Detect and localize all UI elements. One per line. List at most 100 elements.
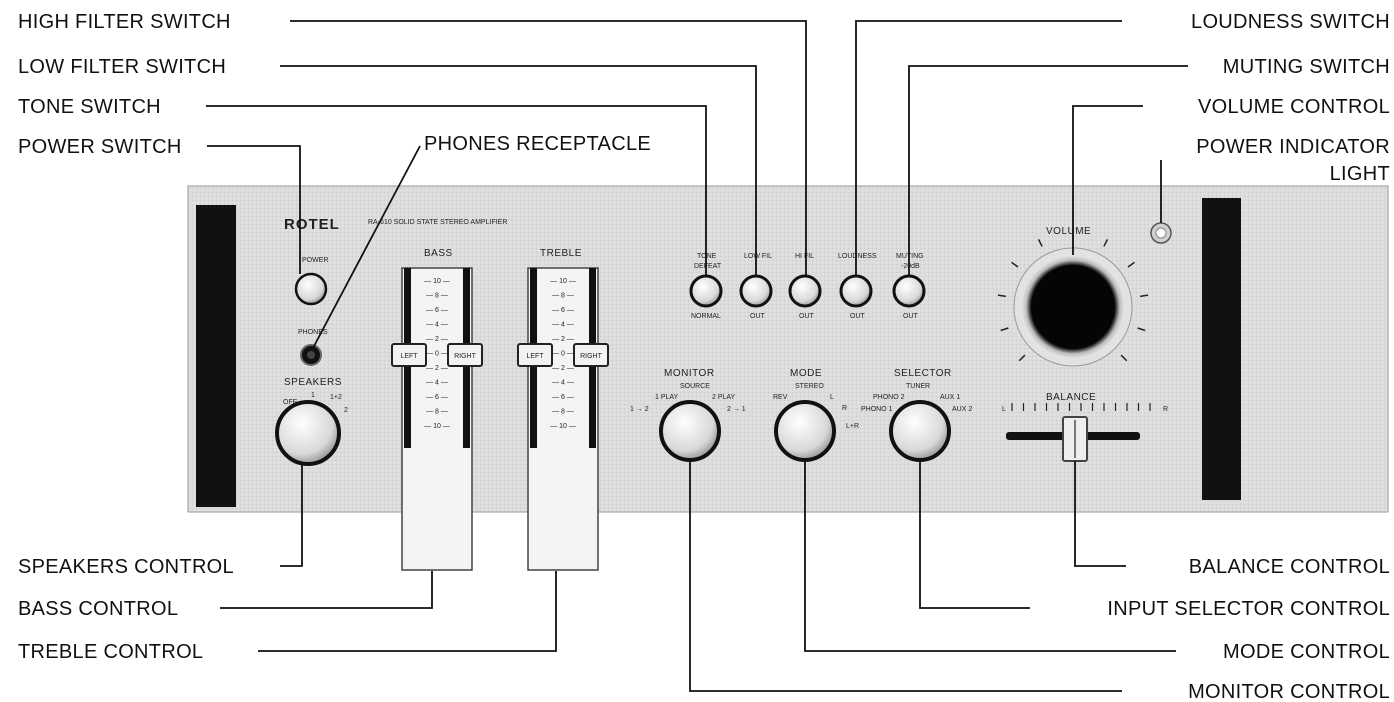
treble-scale-label: — 10 — (550, 423, 576, 430)
sel-aux1-label: AUX 1 (940, 394, 960, 401)
low-fil-out-label: OUT (750, 313, 766, 320)
treble-scale-label: — 0 — (552, 351, 574, 358)
volume-scale (997, 231, 1149, 362)
callout-tone-switch: TONE SWITCH (18, 96, 161, 118)
volume-tick (1000, 327, 1009, 332)
bass-right-knob[interactable] (447, 343, 483, 367)
treble-right-knob[interactable] (573, 343, 609, 367)
mode-rev-label: REV (773, 394, 788, 401)
leader-loudness (855, 20, 1122, 275)
speakers-1-label: 1 (311, 392, 315, 399)
hi-fil-label: HI FIL (795, 253, 814, 260)
bass-scale-label: — 8 — (426, 293, 448, 300)
muting-out-label: OUT (903, 313, 919, 320)
volume-tick (1011, 261, 1019, 268)
treble-scale-label: — 2 — (552, 365, 574, 372)
leader-bass (220, 571, 433, 609)
leader-mode (804, 461, 1176, 652)
volume-tick (1103, 238, 1109, 247)
mode-l-label: L (830, 394, 834, 401)
brand-logo: ROTEL (284, 216, 340, 233)
loudness-switch-group: LOUDNESS OUT (838, 253, 877, 320)
leader-power (207, 145, 301, 274)
callout-mode-control: MODE CONTROL (1223, 641, 1390, 663)
monitor-1play-label: 1 PLAY (655, 394, 679, 401)
speakers-label: SPEAKERS (284, 377, 342, 388)
monitor-label: MONITOR (664, 368, 715, 379)
callout-bass-control: BASS CONTROL (18, 598, 178, 620)
volume-tick (1037, 238, 1043, 247)
bass-scale-label: — 4 — (426, 380, 448, 387)
bass-left-label: LEFT (400, 353, 418, 360)
monitor-2play-label: 2 PLAY (712, 394, 736, 401)
bass-slider-group: — 10 —— 8 —— 6 —— 4 —— 2 —— 0 —— 2 —— 4 … (391, 267, 483, 571)
leader-high-filter (290, 20, 807, 275)
callout-power-indicator-line1: POWER INDICATOR (1196, 136, 1390, 158)
volume-tick (1140, 294, 1149, 298)
phones-jack-hole (307, 351, 315, 359)
callout-power-indicator-line2: LIGHT (1330, 163, 1390, 185)
monitor-2to1-label: 2 → 1 (727, 406, 746, 413)
balance-label: BALANCE (1046, 392, 1096, 403)
tone-defeat-label: DEFEAT (694, 263, 722, 270)
low-filter-switch[interactable] (739, 274, 773, 308)
mode-label: MODE (790, 368, 822, 379)
mode-r-label: R (842, 405, 847, 412)
volume-tick (1127, 261, 1135, 268)
treble-scale-label: — 6 — (552, 307, 574, 314)
loudness-label: LOUDNESS (838, 253, 877, 260)
leader-volume (1072, 105, 1143, 255)
leader-speakers (280, 465, 303, 567)
bass-left-knob[interactable] (391, 343, 427, 367)
treble-left-label: LEFT (526, 353, 544, 360)
power-indicator-lens (1155, 227, 1167, 239)
callout-speakers-control: SPEAKERS CONTROL (18, 556, 234, 578)
bass-scale-label: — 4 — (426, 322, 448, 329)
treble-right-label: RIGHT (580, 353, 603, 360)
tone-switch[interactable] (689, 274, 723, 308)
left-end-cap (196, 205, 236, 507)
mode-lr-label: L+R (846, 423, 859, 430)
power-button[interactable] (294, 272, 328, 306)
monitor-1to2-label: 1 → 2 (630, 406, 649, 413)
callout-phones-receptacle: PHONES RECEPTACLE (424, 133, 651, 155)
selector-label: SELECTOR (894, 368, 952, 379)
sel-aux2-label: AUX 2 (952, 406, 972, 413)
bass-scale-label: — 6 — (426, 394, 448, 401)
bass-label: BASS (424, 248, 453, 259)
balance-scale (1011, 403, 1151, 411)
muting-switch[interactable] (892, 274, 926, 308)
treble-scale-label: — 10 — (550, 278, 576, 285)
bass-scale-label: — 10 — (424, 423, 450, 430)
speakers-2-label: 2 (344, 407, 348, 414)
speakers-off-label: OFF (283, 399, 297, 406)
monitor-knob[interactable] (659, 400, 721, 462)
speakers-knob[interactable] (275, 400, 341, 466)
callout-low-filter-switch: LOW FILTER SWITCH (18, 56, 226, 78)
bass-scale-label: — 0 — (426, 351, 448, 358)
treble-left-knob[interactable] (517, 343, 553, 367)
callout-muting-switch: MUTING SWITCH (1223, 56, 1390, 78)
leader-muting (908, 65, 1188, 275)
high-filter-switch[interactable] (788, 274, 822, 308)
callout-power-switch: POWER SWITCH (18, 136, 182, 158)
volume-knob[interactable] (1021, 255, 1125, 359)
mode-knob[interactable] (774, 400, 836, 462)
leader-phones (312, 145, 421, 349)
volume-tick (1018, 354, 1026, 362)
leader-monitor (689, 461, 1122, 692)
callout-loudness-switch: LOUDNESS SWITCH (1191, 11, 1390, 33)
sel-tuner-label: TUNER (906, 383, 930, 390)
loudness-switch[interactable] (839, 274, 873, 308)
volume-tick (997, 294, 1006, 298)
treble-scale-label: — 4 — (552, 380, 574, 387)
monitor-source-label: SOURCE (680, 383, 710, 390)
right-end-cap (1202, 198, 1241, 500)
treble-housing (527, 267, 599, 571)
leader-input-selector (919, 461, 1030, 609)
high-filter-switch-group: HI FIL OUT (788, 253, 822, 320)
power-label: POWER (302, 257, 328, 264)
selector-knob[interactable] (889, 400, 951, 462)
bass-scale-label: — 2 — (426, 336, 448, 343)
